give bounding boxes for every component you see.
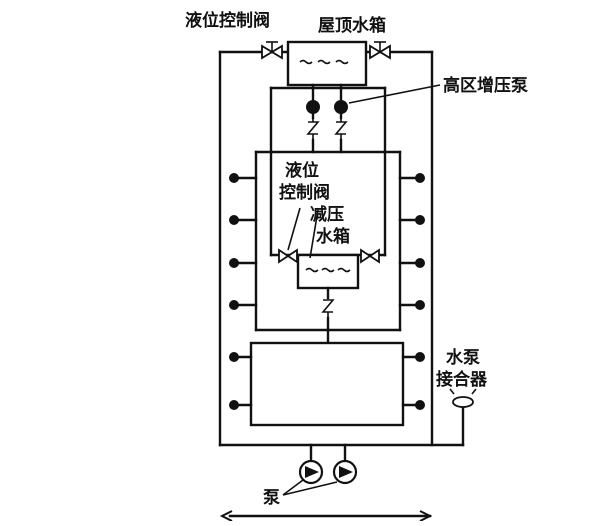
- pump-connector-icon: [449, 388, 477, 408]
- roof-level-control-valve-left: [261, 41, 283, 60]
- roof-tank-label: 屋顶水箱: [318, 15, 386, 36]
- high-zone-booster-pumps: [306, 84, 441, 114]
- outlet-left-1: [229, 173, 258, 183]
- pressure-reducing-tank: [296, 253, 360, 345]
- roof-level-control-valve-right: [369, 41, 391, 60]
- outlet-left-3: [229, 258, 258, 268]
- main-pumps: [282, 443, 358, 496]
- pumps-label: 泵: [263, 488, 280, 508]
- reducer-label-2: 水箱: [316, 226, 350, 247]
- outlet-right-6: [401, 400, 425, 410]
- mid-valve-leader: [287, 207, 301, 251]
- outer-riser-frame: [218, 50, 465, 447]
- outlet-left-6: [229, 400, 253, 410]
- reducer-leader: [309, 209, 319, 259]
- connector-label-1: 水泵: [446, 347, 480, 368]
- roof-tank: [286, 40, 368, 87]
- outlet-left-5: [229, 352, 253, 362]
- mid-level-control-valve-left: [278, 248, 298, 264]
- mid-level-control-valve-right: [360, 248, 380, 264]
- outlet-right-4: [398, 300, 425, 310]
- suction-line: [219, 510, 433, 522]
- outlet-right-1: [398, 173, 425, 183]
- roof-valve-label: 液位控制阀: [185, 10, 270, 31]
- connector-label-2: 接合器: [436, 369, 488, 390]
- outlet-left-4: [229, 300, 258, 310]
- outlet-right-3: [398, 258, 425, 268]
- high-pump-label: 高区增压泵: [443, 75, 528, 96]
- reducer-label-1: 减压: [310, 204, 344, 225]
- mid-valve-label-2: 控制阀: [279, 182, 330, 203]
- outlet-right-5: [401, 352, 425, 362]
- low-zone-box: [249, 341, 405, 427]
- mid-valve-label-1: 液位: [285, 160, 319, 181]
- outlet-left-2: [229, 215, 258, 225]
- outlet-right-2: [398, 215, 425, 225]
